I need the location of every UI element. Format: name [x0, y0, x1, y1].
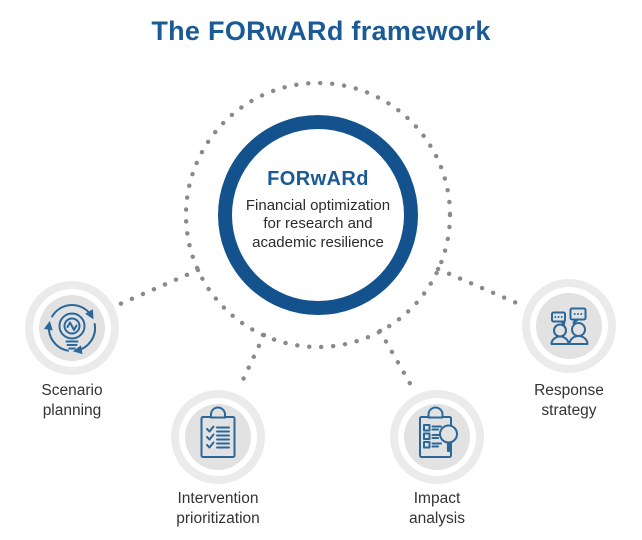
connector-intervention — [238, 332, 267, 387]
framework-description: Financial optimization for research and … — [238, 197, 398, 252]
clipboard-magnifier-icon — [419, 406, 458, 458]
checklist-clipboard-icon — [200, 406, 236, 458]
label-intervention-prioritization: Intervention prioritization — [133, 489, 303, 530]
label-line: prioritization — [176, 510, 260, 528]
dotted-orbit-circle — [183, 80, 453, 350]
dotted-connectors — [117, 266, 522, 390]
lightbulb-cycle-icon — [43, 304, 97, 355]
framework-name: FORwARd — [267, 168, 369, 190]
description-line-2: for research and — [263, 215, 373, 233]
label-line: Impact — [413, 490, 461, 507]
label-line: Intervention — [177, 490, 259, 507]
label-line: Response — [534, 382, 604, 399]
satellite-intervention-prioritization — [171, 390, 265, 484]
people-chat-icon — [550, 307, 589, 345]
label-line: strategy — [541, 402, 597, 420]
satellite-impact-analysis — [390, 390, 484, 484]
center-text-block: FORwARd Financial optimization for resea… — [238, 168, 398, 252]
description-line-1: Financial optimization — [245, 197, 391, 214]
label-response-strategy: Response strategy — [484, 381, 642, 422]
description-line-3: academic resilience — [252, 233, 384, 251]
connector-response — [435, 266, 522, 307]
center-ring — [218, 115, 418, 315]
connector-scenario — [117, 267, 201, 307]
satellite-scenario-planning — [25, 281, 119, 375]
satellite-response-strategy — [522, 279, 616, 373]
label-line: analysis — [409, 510, 465, 528]
label-scenario-planning: Scenario planning — [0, 381, 157, 422]
page-title: The FORwARd framework — [151, 16, 491, 46]
label-impact-analysis: Impact analysis — [352, 489, 522, 530]
label-line: planning — [42, 402, 102, 420]
connector-impact — [377, 328, 415, 390]
disc-inner — [536, 293, 602, 359]
label-line: Scenario — [41, 382, 103, 399]
